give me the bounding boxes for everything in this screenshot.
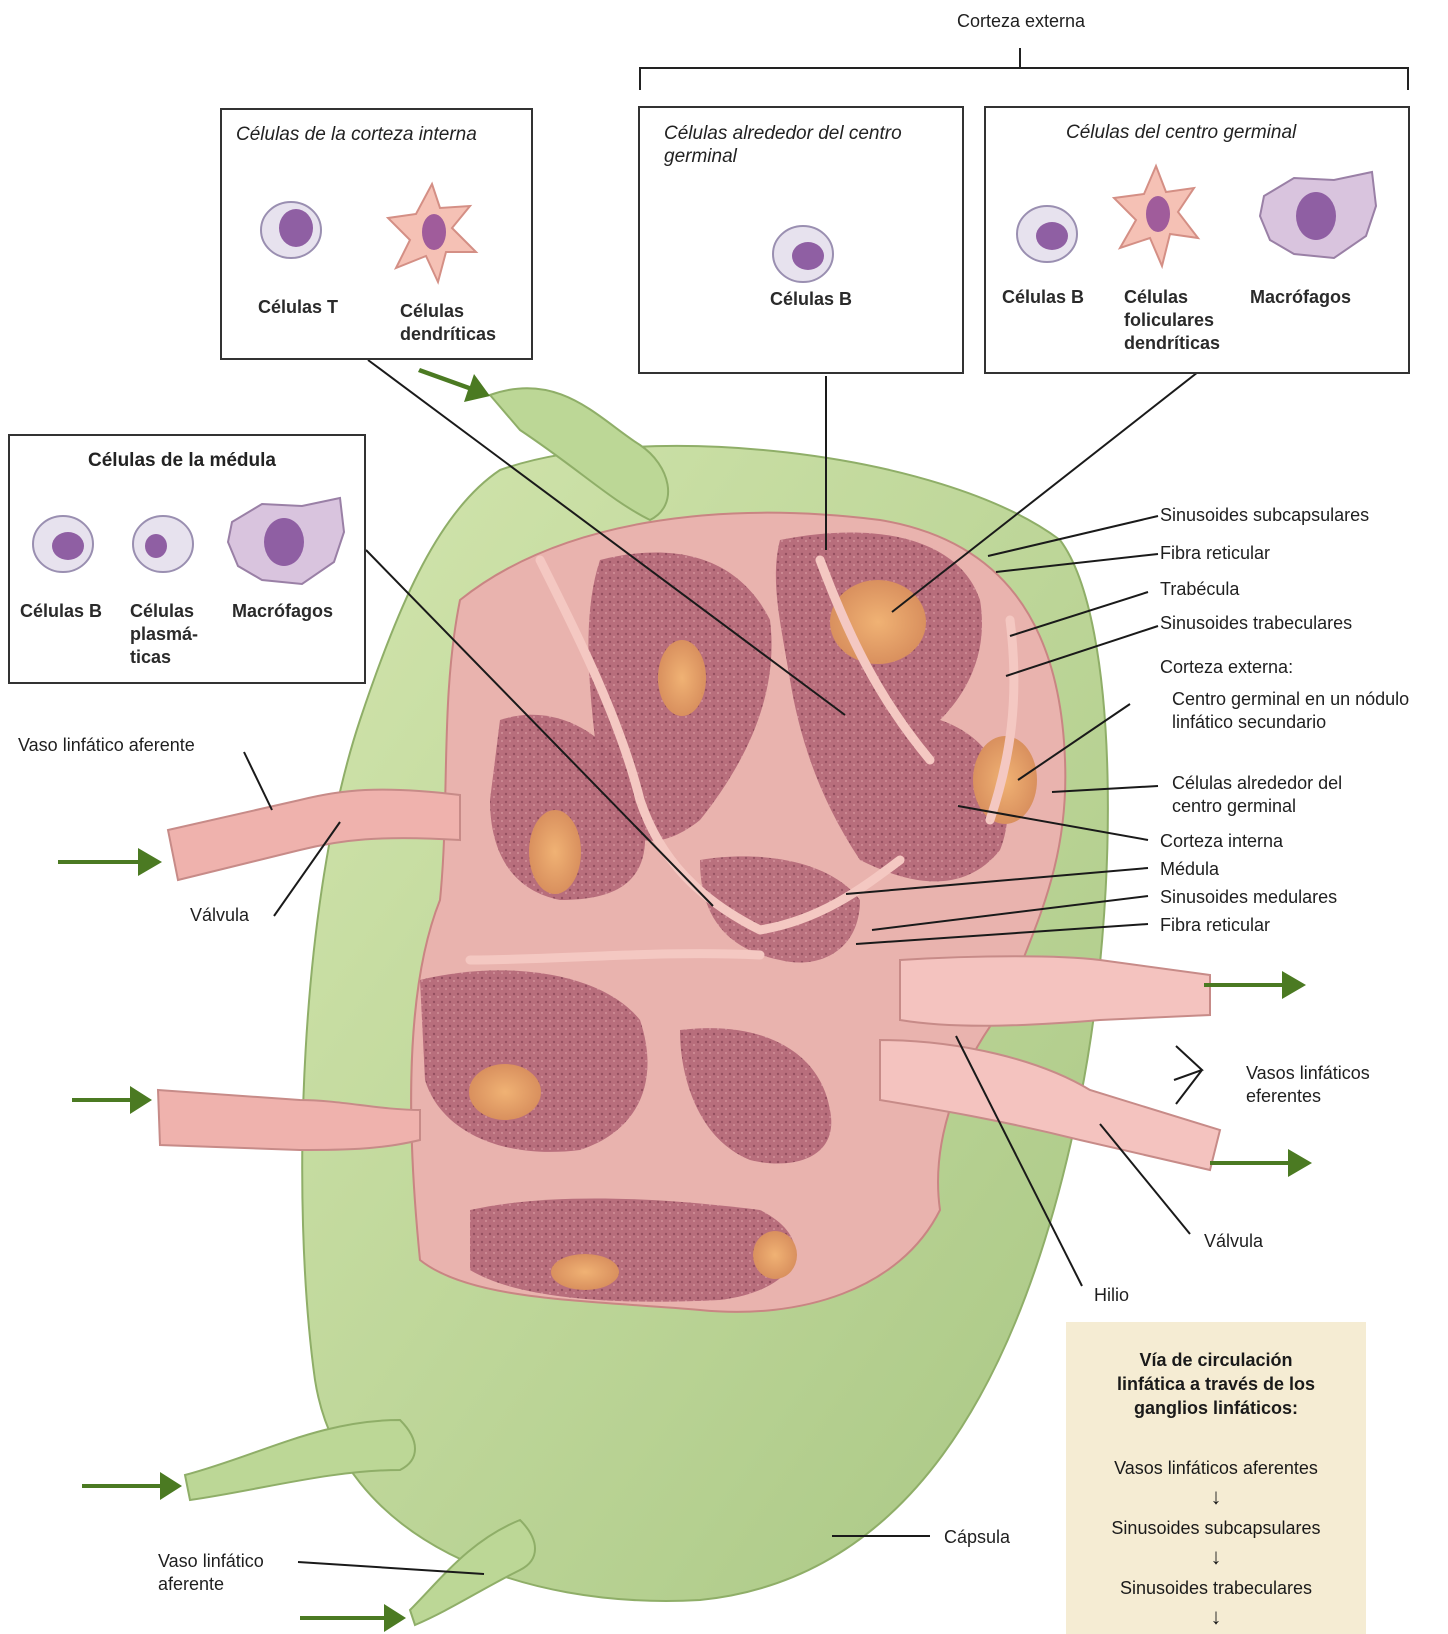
valve-left-label: Válvula [190,904,249,927]
follicular-dendritic-cells-label: Células foliculares dendríticas [1124,286,1234,355]
trabecular-sinusoids-label: Sinusoides trabeculares [1160,612,1352,635]
pathway-step-1: Vasos linfáticos aferentes [1066,1458,1366,1479]
medulla-label: Médula [1160,858,1219,881]
capsule-label: Cápsula [944,1526,1010,1549]
outer-cortex-bracket [640,48,1408,90]
outer-cortex-label: Corteza externa: [1160,656,1293,679]
dendritic-cells-label: Células dendríticas [400,300,510,346]
dendritic-cell-icon [382,178,482,288]
hilum-label: Hilio [1094,1284,1129,1307]
flow-arrow-3 [82,1472,182,1500]
germinal-center-cells-box: Células del centro germinal Células B Cé… [984,106,1410,374]
pathway-arrow-down-icon: ↓ [1066,1484,1366,1510]
pathway-arrow-down-icon: ↓ [1066,1604,1366,1630]
afferent-vessel-top-label: Vaso linfático aferente [18,734,195,757]
medulla-box-title: Células de la médula [88,450,276,472]
plasma-cells-label: Células plasmá- ticas [130,600,210,669]
b-cell-icon [768,222,838,286]
outer-cortex-header: Corteza externa [957,10,1085,33]
pathway-arrow-down-icon: ↓ [1066,1544,1366,1570]
b-cells-label: Células B [770,288,852,311]
pathway-title: Vía de circulación linfática a través de… [1066,1348,1366,1420]
germinal-center-label: Centro germinal en un nódulo linfático s… [1172,688,1440,734]
subcapsular-sinusoids-label: Sinusoides subcapsulares [1160,504,1369,527]
valve-right-label: Válvula [1204,1230,1263,1253]
inner-cortex-box-title: Células de la corteza interna [236,124,477,146]
inner-cortex-label: Corteza interna [1160,830,1283,853]
follicular-dendritic-cell-icon [1108,162,1204,272]
trabecula-label: Trabécula [1160,578,1239,601]
macrophage-icon [1254,166,1384,266]
cells-around-germinal-label: Células alrededor del centro germinal [1172,772,1382,818]
flow-arrow-4 [300,1604,406,1632]
reticular-fiber-bottom-label: Fibra reticular [1160,914,1270,937]
t-cell-icon [256,198,326,262]
around-germinal-box-title: Células alrededor del centro germinal [664,122,954,168]
reticular-fiber-top-label: Fibra reticular [1160,542,1270,565]
plasma-cell-icon [128,512,198,576]
macrophages-label: Macrófagos [232,600,333,623]
b-cell-icon [1012,202,1082,266]
pathway-step-2: Sinusoides subcapsulares [1066,1518,1366,1539]
t-cells-label: Células T [258,296,338,319]
medullary-sinusoids-label: Sinusoides medulares [1160,886,1337,909]
b-cells-label: Células B [20,600,102,623]
medulla-cells-box: Células de la médula Células B Células p… [8,434,366,684]
lymph-pathway-box: Vía de circulación linfática a través de… [1066,1322,1366,1634]
inner-cortex-cells-box: Células de la corteza interna Células T … [220,108,533,360]
flow-arrow-5 [1204,971,1306,999]
flow-arrow-1 [58,848,162,876]
flow-arrow-6 [1210,1149,1312,1177]
flow-arrow-2 [72,1086,152,1114]
b-cells-label: Células B [1002,286,1084,309]
macrophage-icon [222,492,352,592]
afferent-vessel-bottom-label: Vaso linfático aferente [158,1550,298,1596]
around-germinal-cells-box: Células alrededor del centro germinal Cé… [638,106,964,374]
flow-arrow-7 [418,368,490,402]
pathway-step-3: Sinusoides trabeculares [1066,1578,1366,1599]
macrophages-label: Macrófagos [1250,286,1351,309]
efferent-vessels-label: Vasos linfáticos eferentes [1246,1062,1416,1108]
b-cell-icon [28,512,98,576]
germinal-center-box-title: Células del centro germinal [1066,122,1296,144]
